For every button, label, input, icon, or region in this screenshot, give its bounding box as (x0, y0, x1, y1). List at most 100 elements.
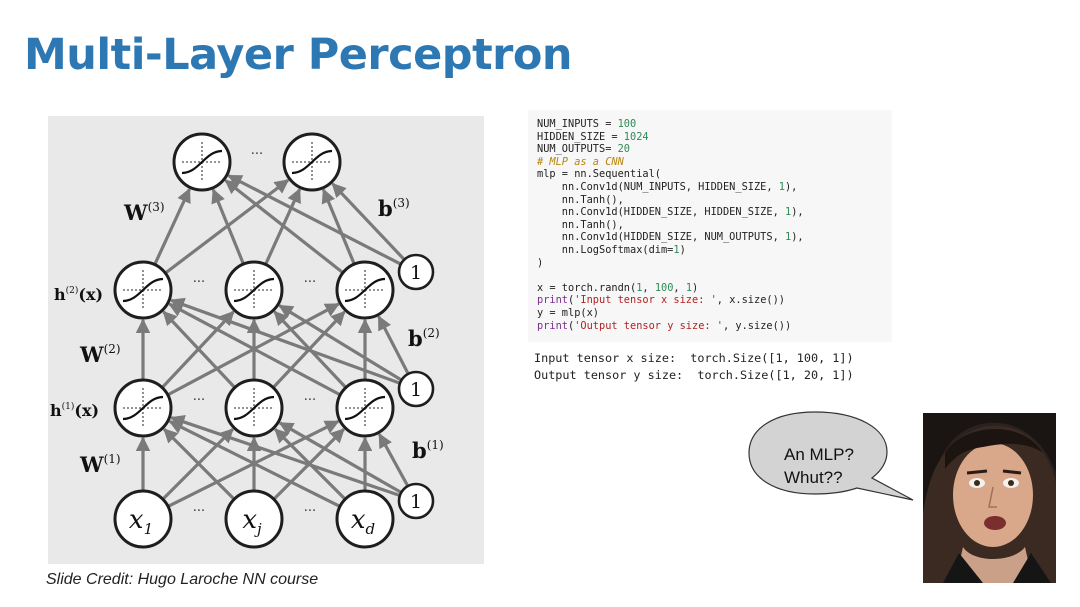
code-token: y = mlp(x) (537, 306, 599, 319)
neuron-node (172, 132, 232, 192)
code-line: print('Input tensor x size: ', x.size()) (537, 294, 785, 306)
connection-arrow (331, 182, 406, 261)
ellipsis-label: ··· (193, 393, 205, 408)
code-line: nn.Conv1d(HIDDEN_SIZE, HIDDEN_SIZE, 1), (537, 206, 804, 218)
code-line: NUM_OUTPUTS= 20 (537, 143, 630, 155)
code-token: 100 (654, 281, 674, 294)
sigmoid-curve (122, 395, 164, 421)
code-token: ) (679, 243, 686, 256)
code-line: nn.Conv1d(NUM_INPUTS, HIDDEN_SIZE, 1), (537, 180, 798, 193)
connection-arrow (227, 174, 402, 266)
code-line: HIDDEN_SIZE = 1024 (537, 131, 649, 143)
weight-label-base: W (79, 342, 104, 367)
code-line: NUM_INPUTS = 100 (537, 118, 636, 130)
connection-arrow (378, 433, 410, 487)
neuron-node (224, 378, 284, 438)
input-label: xj (242, 505, 262, 538)
neuron-node (282, 132, 342, 192)
code-token: nn.Conv1d(NUM_INPUTS, HIDDEN_SIZE, (537, 180, 779, 193)
bias-label-base: b (412, 438, 427, 463)
neuron-node (113, 260, 173, 320)
slide-credit: Slide Credit: Hugo Laroche NN course (46, 571, 319, 588)
code-token: NUM_OUTPUTS= (537, 143, 618, 156)
connection-arrow (168, 419, 341, 508)
code-token: print (537, 294, 568, 307)
connection-arrow (153, 187, 191, 266)
connection-arrow (170, 415, 401, 498)
speech-bubble-text: An MLP? Whut?? (784, 443, 854, 489)
bias-label-base: b (378, 196, 393, 221)
bias-node: 1 (397, 482, 435, 520)
code-line: mlp = nn.Sequential( (537, 168, 661, 180)
code-token: nn.Conv1d(HIDDEN_SIZE, HIDDEN_SIZE, (537, 206, 785, 219)
weight-label: W(2) (79, 342, 121, 367)
hidden-layer-label-base: h (50, 401, 62, 420)
connection-arrow (168, 302, 342, 397)
bias-label: b(1) (412, 438, 444, 463)
ellipsis-label: ··· (251, 147, 263, 162)
input-label: x1 (129, 505, 153, 538)
neuron-node (335, 378, 395, 438)
weight-label-superscript: (3) (148, 200, 165, 214)
bias-label-base: b (408, 326, 423, 351)
hidden-layer-label-argument: (x) (78, 285, 103, 304)
weight-label-superscript: (1) (104, 452, 121, 466)
sigmoid-curve (233, 395, 275, 421)
code-token: nn.Conv1d(HIDDEN_SIZE, NUM_OUTPUTS, (537, 231, 785, 244)
bias-label-superscript: (2) (423, 326, 440, 340)
code-token: ( (568, 319, 575, 332)
speech-bubble-line-2: Whut?? (784, 468, 843, 487)
sigmoid-curve (344, 395, 386, 421)
code-token: ( (568, 294, 575, 307)
edge-layer (135, 174, 410, 508)
code-token: NUM_INPUTS = (537, 118, 618, 130)
code-token: 100 (617, 118, 637, 130)
connection-arrow (169, 297, 401, 385)
ellipsis-label: ··· (304, 275, 316, 290)
code-token: , (642, 281, 655, 294)
reaction-photo (923, 413, 1056, 583)
code-token: ) (692, 281, 699, 294)
bias-node: 1 (397, 370, 435, 408)
slide-title: Multi-Layer Perceptron (24, 30, 572, 80)
code-token: 'Output tensor y size: ' (574, 319, 723, 332)
code-token: mlp = nn.Sequential( (537, 168, 661, 181)
code-token: , x.size()) (716, 294, 785, 307)
input-circle (335, 489, 395, 549)
code-token: # MLP as a CNN (537, 155, 624, 168)
code-token: 1 (673, 243, 680, 256)
code-line: x = torch.randn(1, 100, 1) (537, 282, 698, 294)
connection-arrow (278, 304, 403, 382)
code-token: 'Input tensor x size: ' (574, 294, 717, 307)
input-node: x1 (113, 489, 173, 549)
hidden-layer-label: h(2)(x) (54, 285, 103, 304)
code-line: ) (537, 257, 543, 269)
bias-node: 1 (397, 253, 435, 291)
bias-circle (397, 370, 435, 408)
input-node: xd (335, 489, 395, 549)
hidden-layer-label-argument: (x) (74, 401, 99, 420)
output-line: Input tensor x size: torch.Size([1, 100,… (534, 351, 854, 365)
weight-label: W(3) (123, 200, 165, 225)
reaction-face-image (923, 413, 1056, 583)
connection-arrow (278, 421, 403, 494)
connection-arrow (162, 310, 236, 389)
code-token: 1024 (623, 130, 649, 143)
neuron-node (113, 378, 173, 438)
input-subscript: d (366, 520, 376, 538)
code-token: HIDDEN_SIZE = (537, 130, 624, 143)
sigmoid-curve (122, 277, 164, 303)
code-text: NUM_INPUTS = 100 HIDDEN_SIZE = 1024 NUM_… (537, 118, 892, 332)
bias-circle (397, 253, 435, 291)
weight-label-base: W (79, 452, 104, 477)
code-token: 20 (617, 143, 630, 156)
speech-bubble (748, 411, 914, 501)
neuron-node (335, 260, 395, 320)
code-line: nn.LogSoftmax(dim=1) (537, 244, 686, 256)
code-token: print (537, 319, 568, 332)
code-token: 1 (685, 281, 693, 294)
code-token: , y.size()) (723, 319, 792, 332)
input-subscript: 1 (144, 520, 154, 538)
code-token: , (673, 281, 686, 294)
